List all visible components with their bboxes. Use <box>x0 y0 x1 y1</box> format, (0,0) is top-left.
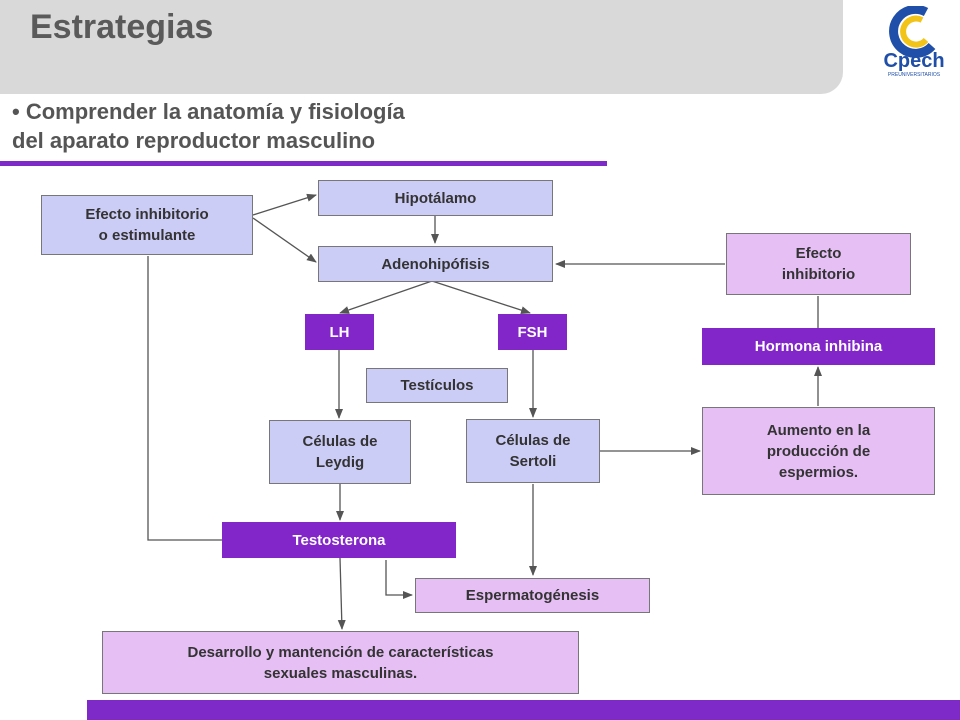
aumento-espermios-box: Aumento en la producción de espermios. <box>702 407 935 495</box>
arrow-adeno-to-lh <box>339 280 433 314</box>
adenohipofisis-box: Adenohipófisis <box>318 246 553 282</box>
logo-text: Cpech <box>883 50 944 72</box>
testiculos-box: Testículos <box>366 368 508 403</box>
subtitle: • Comprender la anatomía y fisiología de… <box>12 97 405 155</box>
celulas-leydig-box: Células de Leydig <box>269 420 411 484</box>
hipotalamo-box: Hipotálamo <box>318 180 553 216</box>
subtitle-line-1: • Comprender la anatomía y fisiología <box>12 99 405 124</box>
header-bar <box>0 0 843 94</box>
arrow-testosterona-to-espermatogenesis <box>385 560 413 599</box>
subtitle-line-2: del aparato reproductor masculino <box>12 128 376 153</box>
arrow-efecto-to-hipotalamo <box>252 193 317 216</box>
celulas-sertoli-box: Células de Sertoli <box>466 419 600 483</box>
arrow-testosterona-to-desarrollo <box>337 557 346 630</box>
arrow-adeno-to-fsh <box>431 280 531 315</box>
desarrollo-box: Desarrollo y mantención de característic… <box>102 631 579 694</box>
arrow-efecto-to-adenohipofisis <box>252 217 317 263</box>
subtitle-underline <box>0 161 607 166</box>
lh-box: LH <box>305 314 374 350</box>
hormona-inhibina-box: Hormona inhibina <box>702 328 935 365</box>
efecto-inhibitorio-box: Efecto inhibitorio <box>726 233 911 295</box>
line-testosterona-to-efecto <box>147 256 222 541</box>
fsh-box: FSH <box>498 314 567 350</box>
logo-tagline: PREUNIVERSITARIOS <box>888 72 941 78</box>
espermatogenesis-box: Espermatogénesis <box>415 578 650 613</box>
page-title: Estrategias <box>30 8 214 46</box>
efecto-inhibitorio-estimulante-box: Efecto inhibitorio o estimulante <box>41 195 253 255</box>
cpech-logo: Cpech PREUNIVERSITARIOS <box>883 6 945 78</box>
testosterona-box: Testosterona <box>222 522 456 558</box>
footer-bar <box>87 700 960 720</box>
